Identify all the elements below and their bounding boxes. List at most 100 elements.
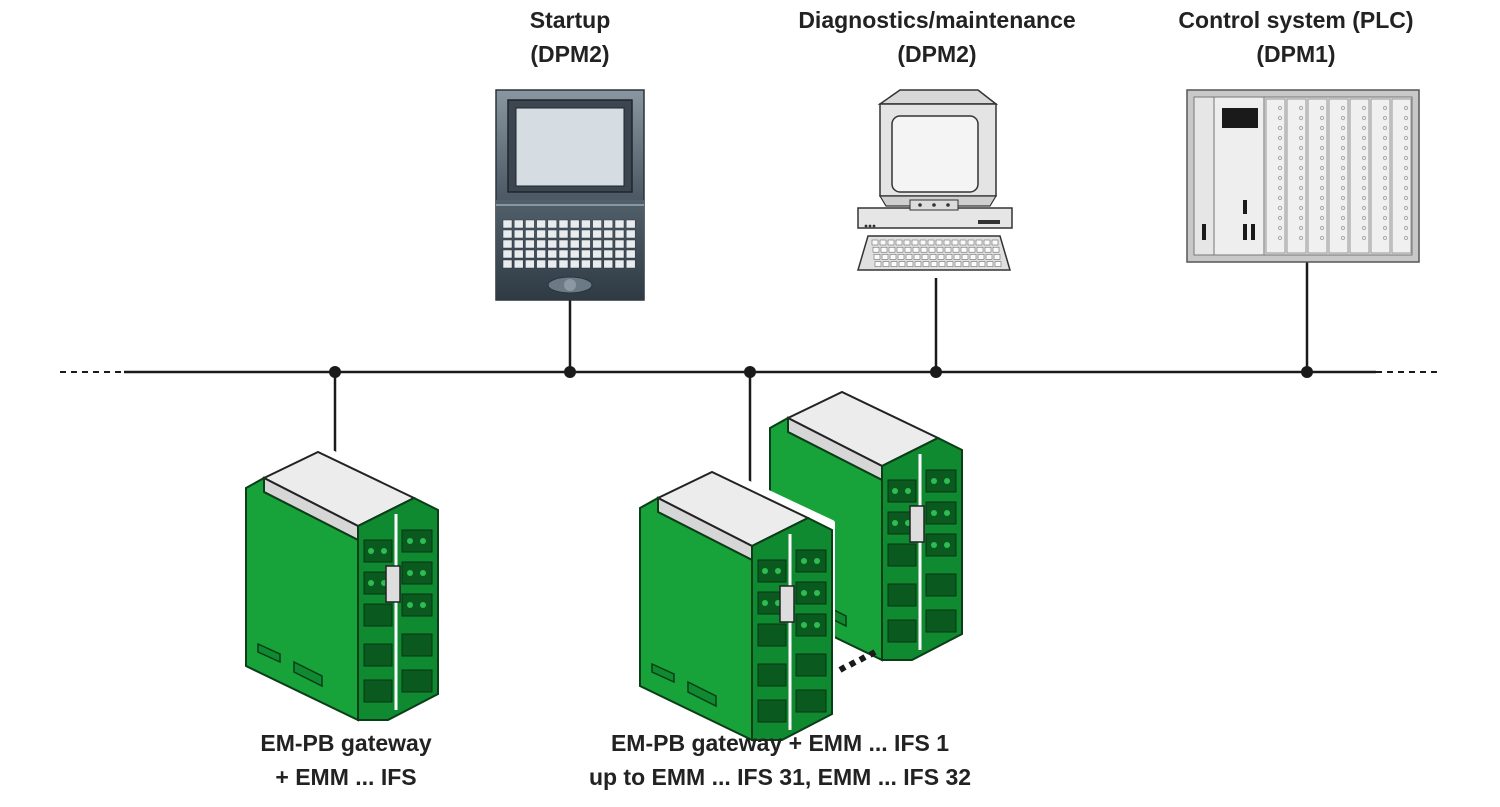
detail-shape xyxy=(929,254,937,260)
detail-shape xyxy=(871,239,879,246)
detail-shape xyxy=(1403,115,1409,121)
detail-shape xyxy=(536,229,546,239)
detail-shape xyxy=(1340,215,1346,221)
detail-shape xyxy=(903,239,911,246)
detail-shape xyxy=(536,219,546,229)
detail-shape xyxy=(569,219,580,229)
detail-shape xyxy=(986,261,994,267)
detail-shape xyxy=(927,239,935,246)
detail-shape xyxy=(1319,175,1325,181)
detail-shape xyxy=(953,254,961,260)
detail-shape xyxy=(895,239,903,246)
detail-shape xyxy=(558,249,569,259)
detail-shape xyxy=(1403,185,1409,191)
detail-shape xyxy=(961,254,969,260)
detail-shape xyxy=(1382,145,1388,151)
detail-shape xyxy=(581,239,591,249)
detail-shape xyxy=(970,261,978,267)
detail-shape xyxy=(873,254,881,260)
detail-shape xyxy=(592,259,602,269)
detail-shape xyxy=(569,249,580,259)
label-diagnostics: Diagnostics/maintenance (DPM2) xyxy=(760,3,1114,71)
detail-shape xyxy=(625,239,636,249)
detail-shape xyxy=(525,259,535,269)
detail-shape xyxy=(1391,98,1412,254)
detail-shape xyxy=(1298,235,1304,241)
detail-shape xyxy=(603,249,614,259)
detail-shape xyxy=(922,261,930,267)
detail-shape xyxy=(603,219,614,229)
detail-shape xyxy=(897,254,905,260)
detail-shape xyxy=(994,261,1002,267)
plc-rack-icon xyxy=(1186,89,1420,263)
detail-shape xyxy=(1382,225,1388,231)
detail-shape xyxy=(525,239,535,249)
detail-shape xyxy=(1340,105,1346,111)
detail-shape xyxy=(959,239,967,246)
detail-shape xyxy=(872,246,880,253)
detail-shape xyxy=(1382,195,1388,201)
detail-shape xyxy=(1298,145,1304,151)
detail-shape xyxy=(1319,155,1325,161)
label-startup: Startup (DPM2) xyxy=(470,3,670,71)
detail-shape xyxy=(614,239,625,249)
detail-shape xyxy=(525,219,535,229)
gateway-module-front xyxy=(640,468,832,740)
detail-shape xyxy=(592,249,602,259)
detail-shape xyxy=(992,246,1000,253)
detail-shape xyxy=(919,239,927,246)
detail-shape xyxy=(1340,235,1346,241)
detail-shape xyxy=(1277,135,1283,141)
detail-shape xyxy=(1403,195,1409,201)
label-module-single-line1: EM-PB gateway xyxy=(260,730,432,756)
detail-shape xyxy=(525,249,535,259)
detail-shape xyxy=(1361,175,1367,181)
detail-shape xyxy=(1319,235,1325,241)
detail-shape xyxy=(1277,175,1283,181)
detail-shape xyxy=(937,254,945,260)
detail-shape xyxy=(882,261,890,267)
detail-shape xyxy=(502,239,513,249)
detail-shape xyxy=(592,229,602,239)
detail-shape xyxy=(1340,185,1346,191)
detail-shape xyxy=(936,246,944,253)
junction-dot xyxy=(744,366,756,378)
detail-shape xyxy=(938,261,946,267)
detail-shape xyxy=(603,259,614,269)
detail-shape xyxy=(1277,185,1283,191)
detail-shape xyxy=(502,259,513,269)
detail-shape xyxy=(558,229,569,239)
detail-shape xyxy=(1277,115,1283,121)
label-module-multi-line2: up to EMM ... IFS 31, EMM ... IFS 32 xyxy=(588,764,972,790)
detail-shape xyxy=(977,254,985,260)
detail-shape xyxy=(603,239,614,249)
detail-shape xyxy=(592,239,602,249)
detail-shape xyxy=(513,219,524,229)
detail-shape xyxy=(614,249,625,259)
detail-shape xyxy=(1361,125,1367,131)
detail-shape xyxy=(945,254,953,260)
detail-shape xyxy=(547,249,558,259)
detail-shape xyxy=(985,254,993,260)
detail-shape xyxy=(1382,155,1388,161)
detail-shape xyxy=(625,249,636,259)
detail-shape xyxy=(1265,98,1286,254)
detail-shape xyxy=(625,259,636,269)
label-plc: Control system (PLC) (DPM1) xyxy=(1146,3,1446,71)
detail-shape xyxy=(921,254,929,260)
detail-shape xyxy=(1340,165,1346,171)
detail-shape xyxy=(1277,195,1283,201)
detail-shape xyxy=(1340,205,1346,211)
detail-shape xyxy=(502,249,513,259)
detail-shape xyxy=(962,261,970,267)
detail-shape xyxy=(1382,175,1388,181)
detail-shape xyxy=(874,261,882,267)
detail-shape xyxy=(502,219,513,229)
detail-shape xyxy=(1382,115,1388,121)
detail-shape xyxy=(1340,145,1346,151)
detail-shape xyxy=(1277,105,1283,111)
detail-shape xyxy=(969,254,977,260)
detail-shape xyxy=(625,229,636,239)
detail-shape xyxy=(1403,145,1409,151)
detail-shape xyxy=(935,239,943,246)
